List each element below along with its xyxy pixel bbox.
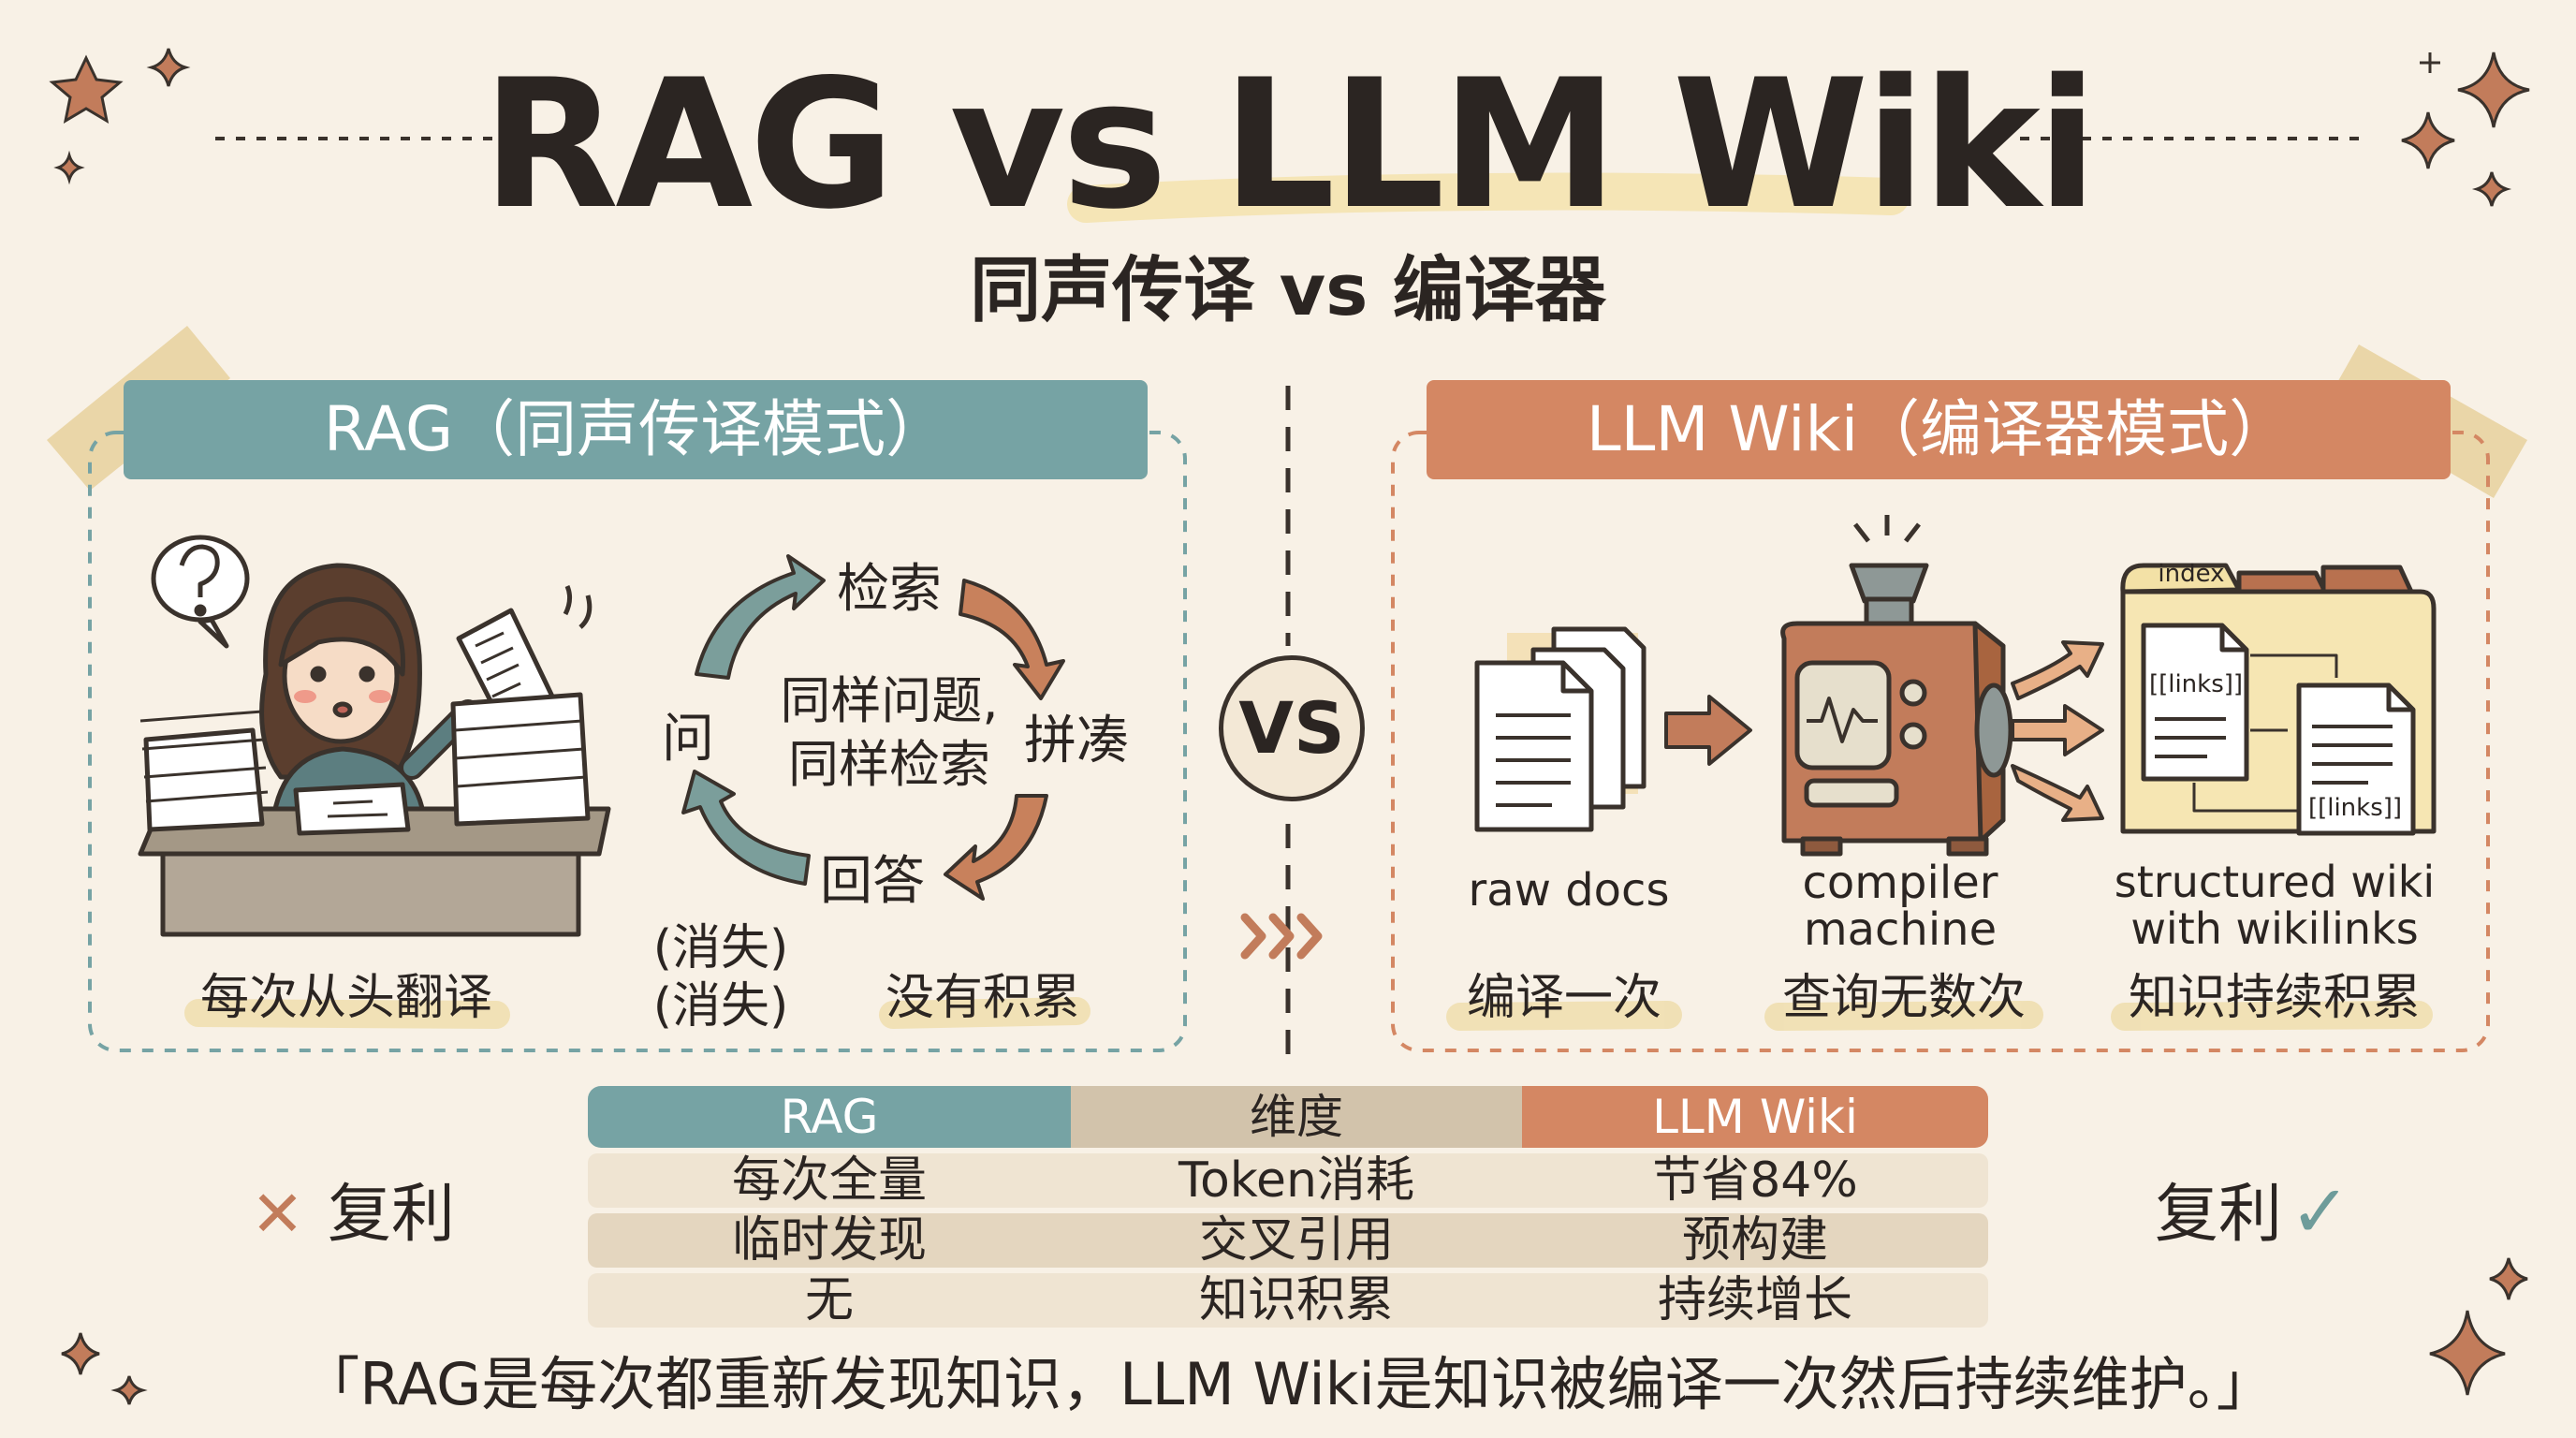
- cross-icon: ✕: [251, 1178, 304, 1252]
- arrows-fan-icon: [2011, 640, 2104, 822]
- table-cell: Token消耗: [1178, 1152, 1414, 1209]
- table-cell: 交叉引用: [1198, 1212, 1394, 1269]
- compound-label-right: 复利: [2155, 1178, 2283, 1252]
- label-compiler-line-2: machine: [1803, 903, 1998, 956]
- star-icon: [49, 54, 124, 125]
- vs-badge: VS: [1219, 655, 1365, 801]
- check-icon: ✓: [2290, 1170, 2351, 1255]
- cycle-center-line-2: 同样检索: [788, 735, 990, 794]
- page-title: RAG vs LLM Wiki: [481, 41, 2098, 248]
- caption-no-accumulation: 没有积累: [885, 970, 1080, 1026]
- table-cell: 持续增长: [1657, 1272, 1852, 1328]
- caption-keep-accumulating: 知识持续积累: [2128, 970, 2421, 1026]
- table-cell: 无: [804, 1272, 854, 1328]
- table-header-rag: RAG: [588, 1086, 1071, 1148]
- wikilink-label-2: [[links]]: [2307, 794, 2403, 822]
- table-header-wiki: LLM Wiki: [1522, 1086, 1988, 1148]
- folder-tab-label: index: [2158, 560, 2225, 588]
- table-cell: 临时发现: [731, 1212, 927, 1269]
- cycle-label-assemble: 拼凑: [1024, 711, 1129, 771]
- wiki-folder-icon: [2120, 563, 2437, 836]
- vanish-label-2: (消失): [652, 978, 789, 1034]
- raw-docs-icon: [1474, 626, 1647, 832]
- compiler-machine-icon: [1780, 515, 2013, 857]
- compound-label-left: 复利: [328, 1178, 456, 1252]
- table-cell: 每次全量: [731, 1152, 927, 1209]
- cycle-center-line-1: 同样问题,: [780, 671, 999, 730]
- cycle-label-answer: 回答: [820, 851, 925, 912]
- arrow-right-icon: [1664, 695, 1752, 766]
- wiki-banner: LLM Wiki（编译器模式）: [1427, 380, 2451, 479]
- translator-person-illustration: [138, 535, 611, 937]
- label-wiki-line-1: structured wiki: [2114, 857, 2436, 907]
- comparison-table: RAG 维度 LLM Wiki 每次全量 Token消耗 节省84% 临时发现 …: [588, 1086, 1988, 1328]
- table-cell: 知识积累: [1198, 1272, 1394, 1328]
- label-wiki-line-2: with wikilinks: [2130, 903, 2419, 954]
- sparkle-icon: [53, 48, 2530, 1405]
- label-compiler-line-1: compiler: [1802, 857, 1998, 909]
- table-header-row: RAG 维度 LLM Wiki: [588, 1086, 1988, 1148]
- rag-banner: RAG（同声传译模式）: [124, 380, 1148, 479]
- caption-compile-once: 编译一次: [1466, 970, 1661, 1026]
- cycle-label-retrieve: 检索: [837, 559, 942, 620]
- page-subtitle: 同声传译 vs 编译器: [970, 248, 1606, 331]
- cycle-arrows: [681, 554, 1065, 901]
- table-cell: 节省84%: [1652, 1152, 1858, 1209]
- wikilink-label-1: [[links]]: [2148, 670, 2244, 698]
- table-header-dimension: 维度: [1071, 1086, 1522, 1148]
- summary-quote: 「RAG是每次都重新发现知识，LLM Wiki是知识被编译一次然后持续维护。」: [301, 1350, 2275, 1418]
- table-row: 临时发现 交叉引用 预构建: [588, 1213, 1988, 1268]
- caption-query-many: 查询无数次: [1781, 970, 2026, 1026]
- table-row: 无 知识积累 持续增长: [588, 1273, 1988, 1328]
- label-raw-docs: raw docs: [1468, 864, 1670, 917]
- table-row: 每次全量 Token消耗 节省84%: [588, 1153, 1988, 1208]
- table-cell: 预构建: [1681, 1212, 1828, 1269]
- cycle-label-ask: 问: [662, 709, 714, 770]
- vanish-label-1: (消失): [652, 920, 789, 976]
- caption-translate-from-scratch: 每次从头翻译: [199, 970, 492, 1026]
